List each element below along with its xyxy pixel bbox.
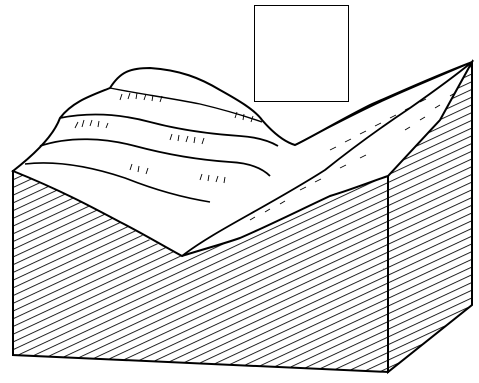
label-box	[254, 5, 349, 102]
label-box-text	[255, 6, 348, 101]
terrain-surface	[11, 60, 475, 258]
